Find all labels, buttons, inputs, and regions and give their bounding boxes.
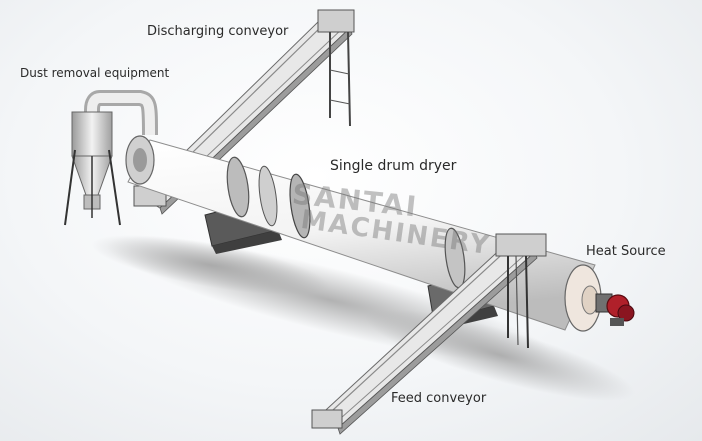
label-dust-removal: Dust removal equipment — [20, 66, 170, 80]
label-discharging-conveyor: Discharging conveyor — [147, 24, 289, 39]
feed-conveyor — [311, 233, 547, 435]
dust-removal-equipment — [64, 90, 158, 226]
heat-source-burner — [595, 293, 635, 326]
label-drum-dryer: Single drum dryer — [330, 158, 457, 174]
label-heat-source: Heat Source — [586, 244, 666, 259]
label-feed-conveyor: Feed conveyor — [391, 391, 487, 406]
